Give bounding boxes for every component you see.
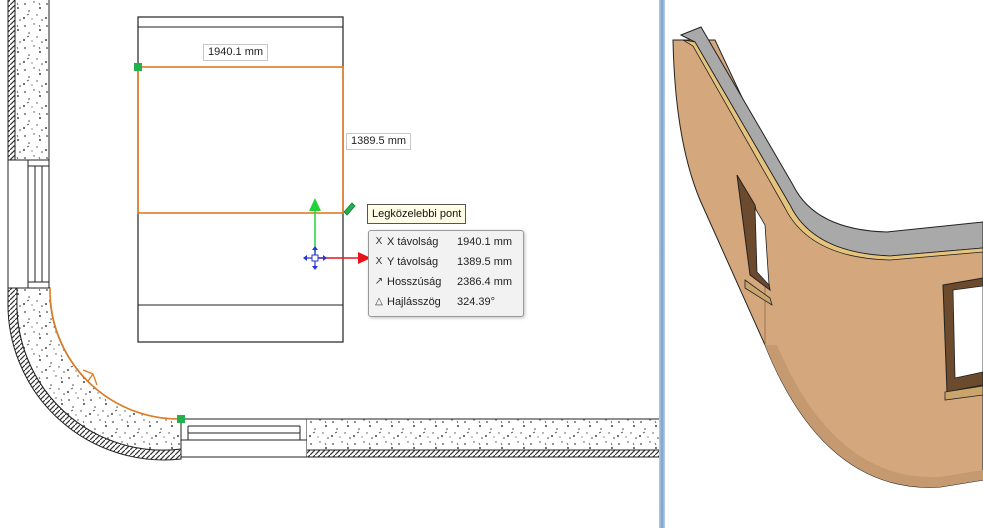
3d-view-canvas[interactable] — [665, 0, 983, 528]
left-window — [7, 159, 50, 289]
selected-arc-edge[interactable] — [49, 287, 182, 420]
floor-plan-canvas[interactable] — [0, 0, 659, 528]
info-label: Y távolság — [387, 256, 439, 268]
3d-viewport[interactable] — [665, 0, 983, 528]
left-wall-upper — [7, 0, 50, 160]
wall-3d-shade — [765, 345, 983, 488]
selection-rectangle[interactable] — [137, 66, 344, 214]
pencil-icon — [343, 202, 356, 216]
info-row-length: ↗ Hosszúság 2386.4 mm — [369, 273, 523, 291]
angle-icon: △ — [375, 296, 383, 307]
measurement-info-box: X X távolság 1940.1 mm X Y távolság 1389… — [368, 230, 524, 317]
viewport-splitter[interactable] — [659, 0, 665, 528]
info-row-x: X X távolság 1940.1 mm — [369, 233, 523, 251]
info-label: Hosszúság — [387, 276, 442, 288]
wall-3d-window-left — [736, 174, 773, 306]
info-label: X távolság — [387, 236, 439, 248]
arc-direction-icon — [82, 369, 98, 386]
wall-3d-body — [672, 39, 983, 488]
width-dimension-label: 1940.1 mm — [203, 44, 269, 61]
x-axis-icon: X — [375, 236, 383, 247]
info-row-y: X Y távolság 1389.5 mm — [369, 253, 523, 271]
start-snap-point[interactable] — [134, 63, 142, 71]
info-value: 1389.5 mm — [457, 256, 513, 268]
length-icon: ↗ — [374, 276, 384, 287]
info-value: 324.39° — [457, 296, 496, 308]
snap-tooltip: Legközelebbi pont — [367, 204, 467, 224]
bottom-wall — [307, 418, 659, 458]
floor-plan-viewport[interactable]: 1940.1 mm 1389.5 mm Legközelebbi pont X … — [0, 0, 659, 528]
axis-gizmo[interactable] — [303, 198, 371, 270]
cabinet-object[interactable] — [137, 16, 344, 343]
y-axis-icon: X — [375, 256, 383, 267]
info-value: 1940.1 mm — [457, 236, 513, 248]
bottom-window — [180, 418, 308, 458]
wall-3d-window-right — [942, 277, 983, 401]
info-row-angle: △ Hajlásszög 324.39° — [369, 293, 523, 311]
end-snap-point[interactable] — [177, 415, 185, 423]
info-value: 2386.4 mm — [457, 276, 513, 288]
info-label: Hajlásszög — [387, 296, 441, 308]
height-dimension-label: 1389.5 mm — [346, 133, 412, 150]
